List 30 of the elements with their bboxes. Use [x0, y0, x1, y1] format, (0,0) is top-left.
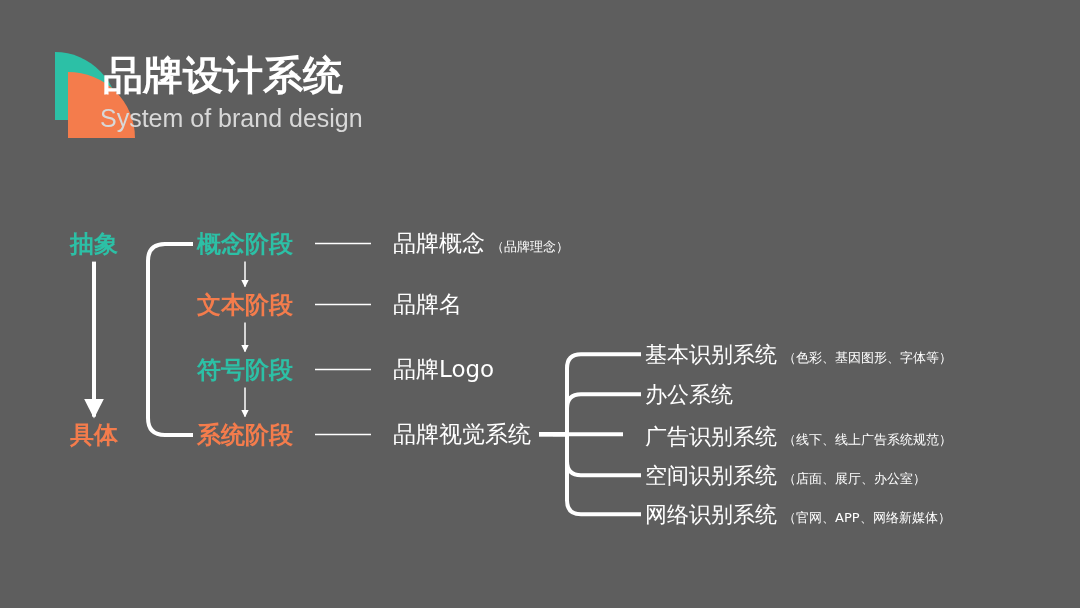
- item-label: 广告识别系统 （线下、线上广告系统规范）: [645, 423, 952, 451]
- item-label: 品牌Logo: [393, 356, 495, 384]
- item-label: 网络识别系统 （官网、APP、网络新媒体）: [645, 501, 951, 529]
- dash-line: [314, 433, 372, 436]
- item-label: 品牌名: [393, 291, 462, 319]
- arrow: [241, 260, 249, 288]
- note: （色彩、基因图形、字体等）: [783, 349, 952, 365]
- arrow: [241, 321, 249, 353]
- dash-line: [314, 242, 372, 245]
- item-label: 基本识别系统 （色彩、基因图形、字体等）: [645, 341, 952, 369]
- stage-label: 文本阶段: [197, 290, 293, 320]
- stage-label: 符号阶段: [197, 355, 293, 385]
- item-label: 品牌视觉系统: [393, 421, 531, 449]
- arrow: [84, 261, 104, 419]
- item-label: 品牌概念 （品牌理念）: [393, 230, 569, 258]
- dash-line: [314, 303, 372, 306]
- item-label: 空间识别系统 （店面、展厅、办公室）: [645, 462, 926, 490]
- stage-label: 概念阶段: [197, 229, 293, 259]
- axis-label: 具体: [70, 420, 118, 450]
- dash-line: [314, 368, 372, 371]
- note: （线下、线上广告系统规范）: [783, 431, 952, 447]
- brace-connector: [539, 432, 641, 517]
- stage-label: 系统阶段: [197, 420, 293, 450]
- arrow: [241, 386, 249, 418]
- item-label: 办公系统: [645, 381, 733, 409]
- note: （官网、APP、网络新媒体）: [783, 509, 951, 525]
- axis-label: 抽象: [70, 229, 118, 259]
- note: （店面、展厅、办公室）: [783, 470, 926, 486]
- title: 品牌设计系统: [103, 51, 343, 100]
- note: （品牌理念）: [491, 239, 569, 255]
